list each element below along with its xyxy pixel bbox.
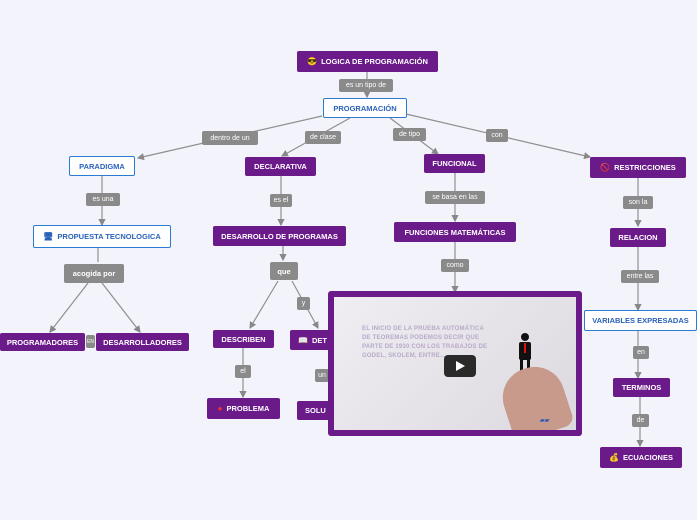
node-ecuaciones[interactable]: 💰ECUACIONES (600, 447, 682, 468)
root-node[interactable]: 😎LOGICA DE PROGRAMACIÓN (297, 51, 438, 72)
video-embed[interactable]: EL INICIO DE LA PRUEBA AUTOMÁTICA DE TEO… (328, 291, 582, 436)
link-label: dentro de un (202, 131, 258, 145)
link-label: es el (270, 194, 292, 207)
node-paradigma[interactable]: PARADIGMA (69, 156, 135, 176)
link-label: es una (86, 193, 120, 206)
node-programacion[interactable]: PROGRAMACIÓN (323, 98, 407, 118)
red-ball-icon: ● (217, 404, 223, 413)
link-label-small: EN (86, 335, 95, 348)
node-funciones-matematicas[interactable]: FUNCIONES MATEMÁTICAS (394, 222, 516, 242)
node-propuesta-tecnologica[interactable]: 🖥PROPUESTA TECNOLOGICA (33, 225, 171, 248)
link-label: un (315, 369, 329, 382)
person-figure-icon (516, 333, 534, 373)
link-label: en (633, 346, 649, 359)
video-overlay-text: EL INICIO DE LA PRUEBA AUTOMÁTICA DE TEO… (362, 326, 488, 359)
link-label: de tipo (393, 128, 426, 141)
node-det[interactable]: 📖DET (290, 330, 335, 350)
node-describen[interactable]: DESCRIBEN (213, 330, 274, 348)
node-variables-expresadas[interactable]: VARIABLES EXPRESADAS (584, 310, 697, 331)
node-que[interactable]: que (270, 262, 298, 280)
node-solu[interactable]: SOLU (297, 401, 337, 420)
node-relacion[interactable]: RELACION (610, 228, 666, 247)
computer-icon: 🖥 (43, 232, 54, 241)
node-acogida-por[interactable]: acogida por (64, 264, 124, 283)
link-label: con (486, 129, 508, 142)
link-label: son la (623, 196, 653, 209)
node-declarativa[interactable]: DECLARATIVA (245, 157, 316, 176)
link-label: de (632, 414, 649, 427)
link-label: de clase (305, 131, 341, 144)
link-label: el (235, 365, 251, 378)
sunglasses-icon: 😎 (307, 57, 318, 66)
link-label: y (297, 297, 310, 310)
node-programadores[interactable]: PROGRAMADORES (0, 333, 85, 351)
node-terminos[interactable]: TERMINOS (613, 378, 670, 397)
link-label: se basa en las (425, 191, 485, 204)
node-desarrolladores[interactable]: DESARROLLADORES (96, 333, 189, 351)
play-button-icon[interactable] (444, 355, 476, 377)
node-restricciones[interactable]: 🚫RESTRICCIONES (590, 157, 686, 178)
money-bag-icon: 💰 (609, 453, 619, 462)
video-logo-icon: ▰▰ (540, 418, 550, 424)
book-icon: 📖 (298, 335, 308, 345)
video-screen[interactable]: EL INICIO DE LA PRUEBA AUTOMÁTICA DE TEO… (334, 297, 576, 430)
node-funcional[interactable]: FUNCIONAL (424, 154, 485, 173)
link-label: es un tipo de (339, 79, 393, 92)
link-label: como (441, 259, 469, 272)
node-desarrollo-de-programas[interactable]: DESARROLLO DE PROGRAMAS (213, 226, 346, 246)
hand-icon (495, 359, 575, 430)
node-problema[interactable]: ●PROBLEMA (207, 398, 280, 419)
link-label: entre las (621, 270, 659, 283)
prohibited-icon: 🚫 (600, 163, 611, 172)
